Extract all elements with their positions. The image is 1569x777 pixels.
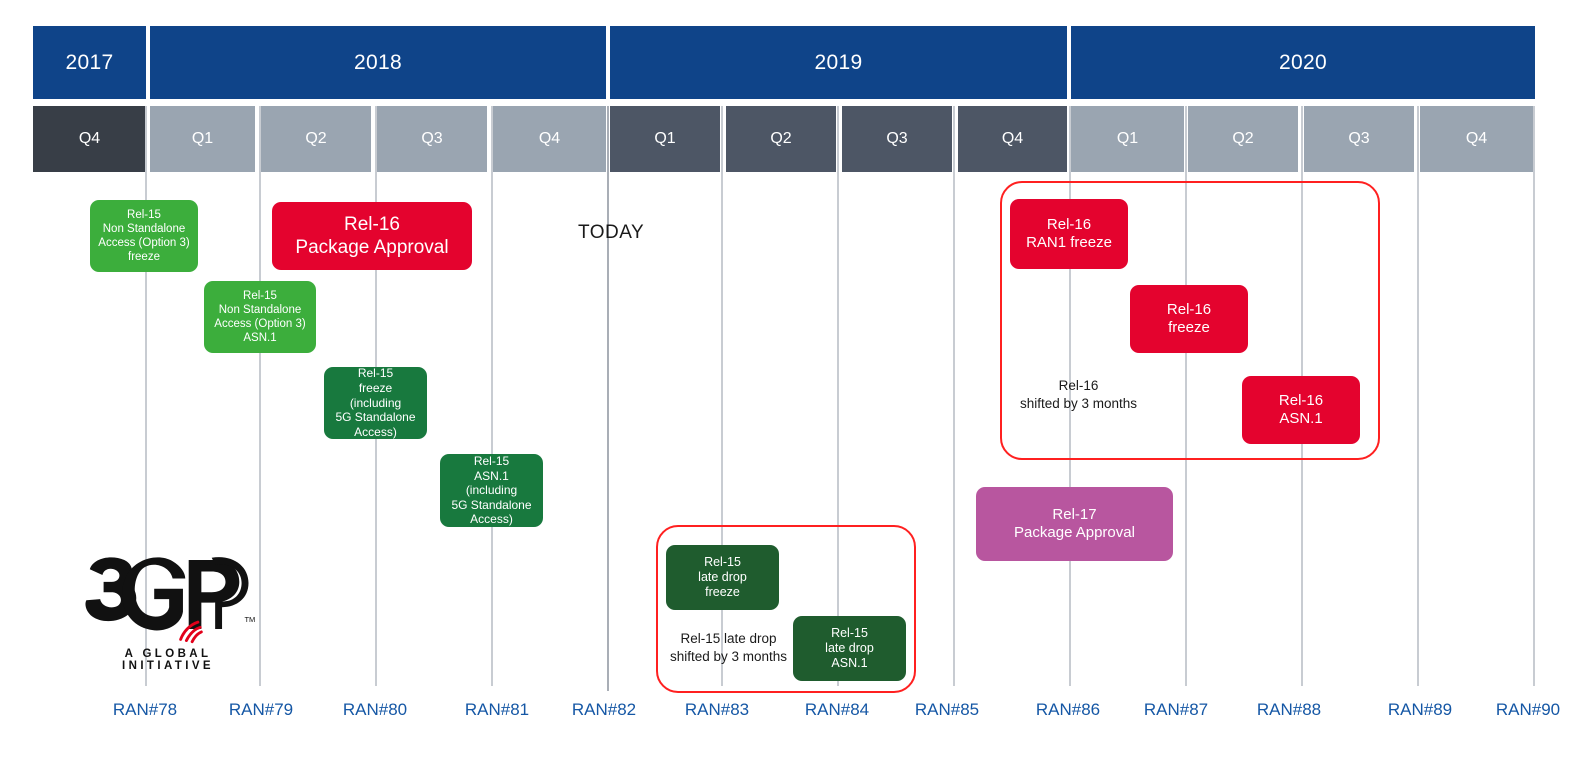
ran-label-RAN82: RAN#82	[571, 700, 637, 719]
year-cell-2019: 2019	[610, 26, 1067, 99]
year-cell-2017: 2017	[33, 26, 146, 99]
ran-label-RAN89: RAN#89	[1387, 700, 1453, 719]
rel16-ran1-freeze: Rel-16 RAN1 freeze	[1010, 199, 1128, 269]
ran-label-RAN84: RAN#84	[804, 700, 870, 719]
3gpp-logo: TM A GLOBAL INITIATIVE	[78, 552, 258, 672]
ran-label-RAN83: RAN#83	[684, 700, 750, 719]
rel15-late-drop-group-note: Rel-15 late drop shifted by 3 months	[669, 631, 788, 664]
rel15-asn1-including-5g-sa: Rel-15 ASN.1 (including 5G Standalone Ac…	[440, 454, 543, 527]
ran-label-RAN80: RAN#80	[342, 700, 408, 719]
quarter-cell-0-Q4: Q4	[33, 106, 146, 172]
gridline-9	[1185, 106, 1187, 686]
ran-label-RAN78: RAN#78	[112, 700, 178, 719]
rel16-shift-group-outline	[1000, 181, 1380, 460]
rel15-late-drop-group-outline	[656, 525, 916, 693]
quarter-cell-3-Q3: Q3	[377, 106, 487, 172]
quarter-cell-6-Q2: Q2	[726, 106, 836, 172]
gridline-0	[145, 106, 147, 686]
gridline-1	[259, 106, 261, 686]
quarter-cell-12-Q4: Q4	[1420, 106, 1533, 172]
quarter-cell-10-Q2: Q2	[1188, 106, 1298, 172]
gridline-11	[1417, 106, 1419, 686]
ran-label-RAN87: RAN#87	[1143, 700, 1209, 719]
today-marker-label: TODAY	[578, 222, 645, 243]
gridline-12	[1533, 106, 1535, 686]
rel16-freeze: Rel-16 freeze	[1130, 285, 1248, 353]
rel15-late-drop-freeze: Rel-15 late drop freeze	[666, 545, 779, 610]
quarter-cell-4-Q4: Q4	[493, 106, 606, 172]
year-cell-2018: 2018	[150, 26, 606, 99]
rel17-package-approval: Rel-17 Package Approval	[976, 487, 1173, 561]
quarter-cell-11-Q3: Q3	[1304, 106, 1414, 172]
rel16-shift-group-note: Rel-16 shifted by 3 months	[1019, 378, 1138, 411]
quarter-cell-8-Q4: Q4	[958, 106, 1067, 172]
ran-label-RAN79: RAN#79	[228, 700, 294, 719]
rel16-package-approval: Rel-16 Package Approval	[272, 202, 472, 270]
year-cell-2020: 2020	[1071, 26, 1535, 99]
rel15-nsa-option3-asn1: Rel-15 Non Standalone Access (Option 3) …	[204, 281, 316, 353]
ran-label-RAN90: RAN#90	[1495, 700, 1561, 719]
quarter-cell-7-Q3: Q3	[842, 106, 952, 172]
rel15-late-drop-asn1: Rel-15 late drop ASN.1	[793, 616, 906, 681]
gridline-5	[721, 106, 723, 686]
rel16-asn1: Rel-16 ASN.1	[1242, 376, 1360, 444]
quarter-cell-1-Q1: Q1	[150, 106, 255, 172]
3gpp-wordmark-icon: TM	[85, 557, 255, 644]
rel15-nsa-option3-freeze: Rel-15 Non Standalone Access (Option 3) …	[90, 200, 198, 272]
logo-tagline: A GLOBAL INITIATIVE	[122, 648, 214, 672]
ran-label-RAN81: RAN#81	[464, 700, 530, 719]
gridline-3	[491, 106, 493, 686]
rel15-freeze-including-5g-sa: Rel-15 freeze (including 5G Standalone A…	[324, 366, 427, 439]
quarter-cell-9-Q1: Q1	[1071, 106, 1184, 172]
quarter-cell-2-Q2: Q2	[261, 106, 371, 172]
gridline-6	[837, 106, 839, 686]
ran-label-RAN86: RAN#86	[1035, 700, 1101, 719]
gridline-7	[953, 106, 955, 686]
quarter-cell-5-Q1: Q1	[610, 106, 720, 172]
ran-label-RAN85: RAN#85	[914, 700, 980, 719]
trademark-symbol: TM	[244, 615, 255, 624]
ran-label-RAN88: RAN#88	[1256, 700, 1322, 719]
today-gridline	[607, 106, 609, 691]
gridline-8	[1069, 106, 1071, 686]
